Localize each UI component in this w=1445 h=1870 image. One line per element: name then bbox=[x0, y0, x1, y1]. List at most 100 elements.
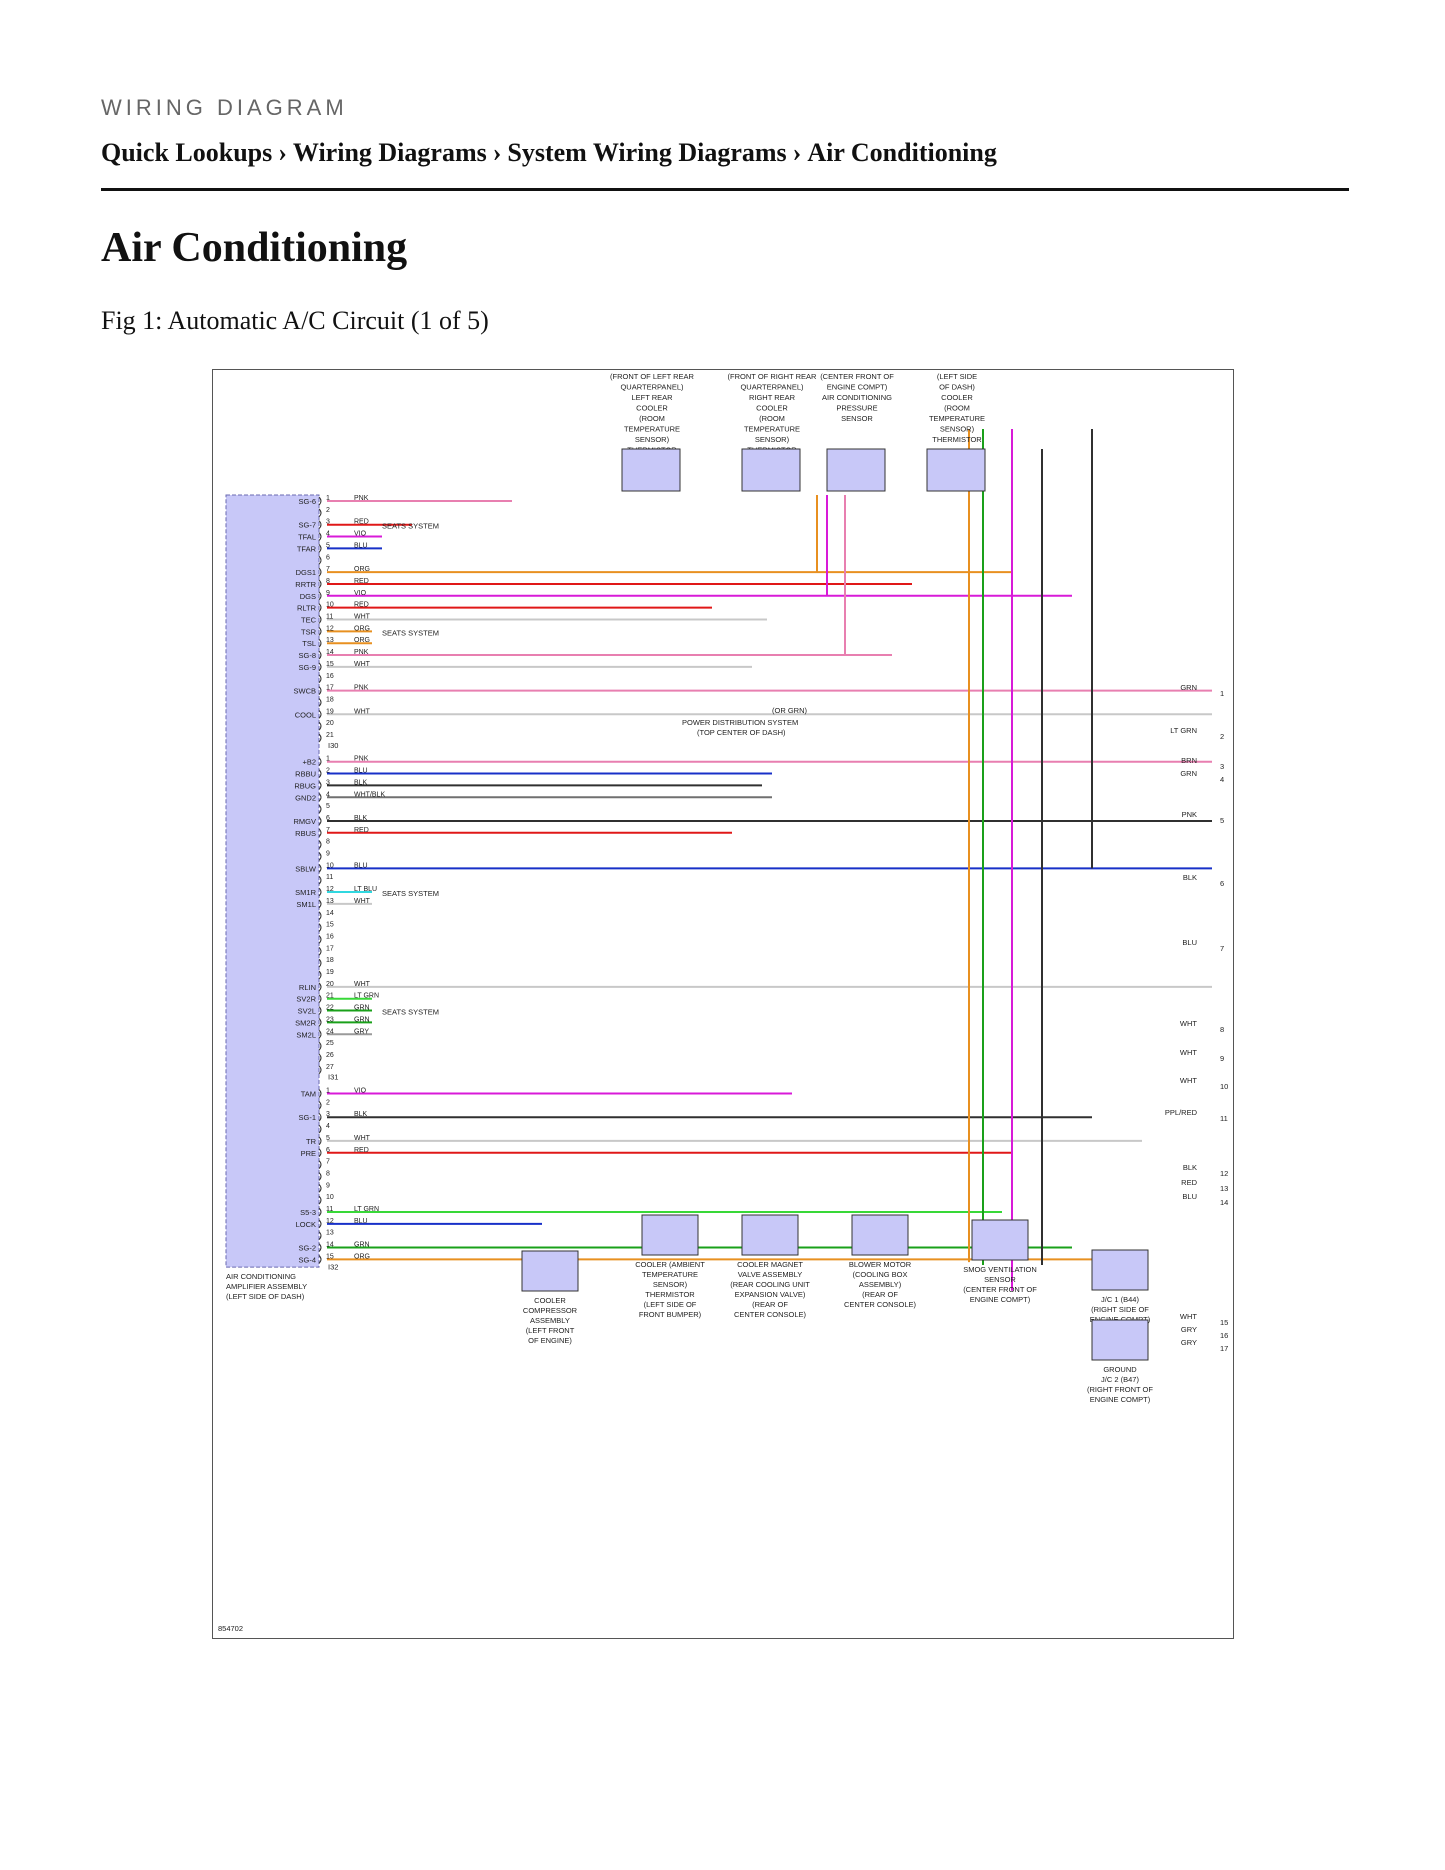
connector-mark bbox=[318, 579, 322, 589]
bottom-component-label: (REAR OF bbox=[862, 1290, 898, 1299]
breadcrumb-separator: › bbox=[492, 138, 502, 167]
top-component-box bbox=[621, 448, 681, 492]
top-component-label: SENSOR) bbox=[635, 435, 670, 444]
bottom-component-label: (REAR OF bbox=[752, 1300, 788, 1309]
right-terminal-color: PPL/RED bbox=[1165, 1108, 1198, 1117]
bottom-component-label: FRONT BUMPER) bbox=[639, 1310, 702, 1319]
amplifier-pin-number: 13 bbox=[326, 1230, 334, 1237]
connector-mark bbox=[318, 1029, 322, 1039]
connector-mark bbox=[318, 1089, 322, 1098]
amplifier-pin-number: 8 bbox=[326, 578, 330, 585]
top-component-label: TEMPERATURE bbox=[929, 414, 985, 423]
amplifier-pin-number: 18 bbox=[326, 696, 334, 703]
connector-mark bbox=[318, 1172, 322, 1181]
connector-mark bbox=[318, 1243, 322, 1252]
right-terminal-color: WHT bbox=[1180, 1019, 1197, 1028]
page-title: Air Conditioning bbox=[101, 225, 408, 271]
amplifier-pin-number: 5 bbox=[326, 1135, 330, 1142]
bottom-component-label: J/C 1 (B44) bbox=[1101, 1295, 1139, 1304]
right-terminal-number: 5 bbox=[1220, 816, 1224, 825]
amplifier-label: AMPLIFIER ASSEMBLY bbox=[226, 1282, 307, 1291]
wire-color-label: ORG bbox=[354, 1253, 370, 1260]
wire-color-label: RED bbox=[354, 519, 369, 526]
right-terminal-number: 3 bbox=[1220, 762, 1224, 771]
amplifier-pin-number: 7 bbox=[326, 566, 330, 573]
bottom-component-label: (COOLING BOX bbox=[852, 1270, 907, 1279]
right-terminal-number: 16 bbox=[1220, 1331, 1228, 1340]
amplifier-pin-number: 7 bbox=[326, 1159, 330, 1166]
amplifier-pin-number: 9 bbox=[326, 590, 330, 597]
amplifier-pin-number: 3 bbox=[326, 1111, 330, 1118]
connector-id: I30 bbox=[328, 741, 338, 750]
bottom-component-box bbox=[741, 1214, 799, 1256]
connector-mark bbox=[318, 769, 322, 778]
top-component-label: TEMPERATURE bbox=[624, 425, 680, 434]
connector-id: I31 bbox=[328, 1073, 338, 1082]
section-kicker: WIRING DIAGRAM bbox=[101, 95, 348, 120]
breadcrumb-system-wiring-diagrams[interactable]: System Wiring Diagrams bbox=[507, 138, 787, 167]
amplifier-pin-name: SG-1 bbox=[298, 1113, 316, 1122]
bottom-component-label: SENSOR bbox=[984, 1275, 1016, 1284]
bottom-component-label: BLOWER MOTOR bbox=[849, 1260, 912, 1269]
power-distribution-label: POWER DISTRIBUTION SYSTEM bbox=[682, 718, 798, 727]
amplifier-pin-name: SM2L bbox=[296, 1030, 316, 1039]
amplifier-pin-name: DGS bbox=[300, 592, 316, 601]
amplifier-pin-number: 3 bbox=[326, 779, 330, 786]
wire-color-label: GRN bbox=[354, 1016, 370, 1023]
breadcrumb-quick-lookups[interactable]: Quick Lookups bbox=[101, 138, 273, 167]
right-terminal-color: RED bbox=[1181, 1178, 1197, 1187]
amplifier-pin-name: SM1L bbox=[296, 900, 316, 909]
top-component-label: LEFT REAR bbox=[631, 393, 673, 402]
right-terminal-color: GRN bbox=[1180, 769, 1197, 778]
bottom-component-label: CENTER CONSOLE) bbox=[844, 1300, 917, 1309]
amplifier-pin-number: 5 bbox=[326, 542, 330, 549]
right-terminal-color: WHT bbox=[1180, 1076, 1197, 1085]
bottom-component-box bbox=[971, 1219, 1029, 1261]
top-component-label: TEMPERATURE bbox=[744, 425, 800, 434]
connector-mark bbox=[318, 1160, 322, 1169]
top-component-label: SENSOR) bbox=[755, 435, 790, 444]
bottom-component-label: CENTER CONSOLE) bbox=[734, 1310, 807, 1319]
amplifier-box bbox=[225, 494, 320, 1268]
amplifier-pin-name: SG-9 bbox=[298, 663, 316, 672]
bottom-component-label: SMOG VENTILATION bbox=[963, 1265, 1037, 1274]
top-component-label: (CENTER FRONT OF bbox=[820, 372, 894, 381]
bottom-component-label: J/C 2 (B47) bbox=[1101, 1375, 1139, 1384]
amplifier-pin-name: TFAL bbox=[298, 533, 316, 542]
right-terminal-color: LT GRN bbox=[1170, 726, 1197, 735]
connector-mark bbox=[318, 1219, 322, 1229]
top-component-label: (LEFT SIDE bbox=[937, 372, 977, 381]
amplifier-pin-number: 1 bbox=[326, 756, 330, 763]
connector-mark bbox=[318, 757, 322, 767]
amplifier-pin-number: 13 bbox=[326, 637, 334, 644]
top-component-label: COOLER bbox=[756, 404, 788, 413]
connector-mark bbox=[318, 591, 322, 601]
amplifier-pin-number: 2 bbox=[326, 1099, 330, 1106]
connector-mark bbox=[318, 840, 322, 850]
connector-mark bbox=[318, 567, 322, 577]
amplifier-pin-number: 15 bbox=[326, 1253, 334, 1260]
connector-mark bbox=[318, 508, 322, 518]
wire-color-label: RED bbox=[354, 1147, 369, 1154]
breadcrumb-wiring-diagrams[interactable]: Wiring Diagrams bbox=[292, 138, 487, 167]
connector-mark bbox=[318, 781, 322, 790]
wire-color-label: WHT bbox=[354, 981, 371, 988]
bottom-component-label: COOLER (AMBIENT bbox=[635, 1260, 705, 1269]
wire-color-label: RED bbox=[354, 827, 369, 834]
amplifier-pin-number: 4 bbox=[326, 791, 330, 798]
bottom-component-box bbox=[641, 1214, 699, 1256]
amplifier-pin-name: RLIN bbox=[299, 983, 316, 992]
connector-mark bbox=[318, 863, 322, 873]
right-terminal-number: 10 bbox=[1220, 1082, 1228, 1091]
wire-color-label: BLK bbox=[354, 1111, 368, 1118]
amplifier-pin-number: 27 bbox=[326, 1064, 334, 1071]
connector-mark bbox=[318, 1136, 322, 1146]
breadcrumb-air-conditioning[interactable]: Air Conditioning bbox=[807, 138, 997, 167]
top-component-label: THERMISTOR bbox=[932, 435, 982, 444]
connector-mark bbox=[318, 887, 322, 897]
bottom-component-label: VALVE ASSEMBLY bbox=[738, 1270, 803, 1279]
right-terminal-color: WHT bbox=[1180, 1312, 1197, 1321]
header-divider bbox=[101, 188, 1349, 191]
wire-color-label: BLK bbox=[354, 815, 368, 822]
breadcrumb: Quick Lookups›Wiring Diagrams›System Wir… bbox=[101, 138, 997, 168]
